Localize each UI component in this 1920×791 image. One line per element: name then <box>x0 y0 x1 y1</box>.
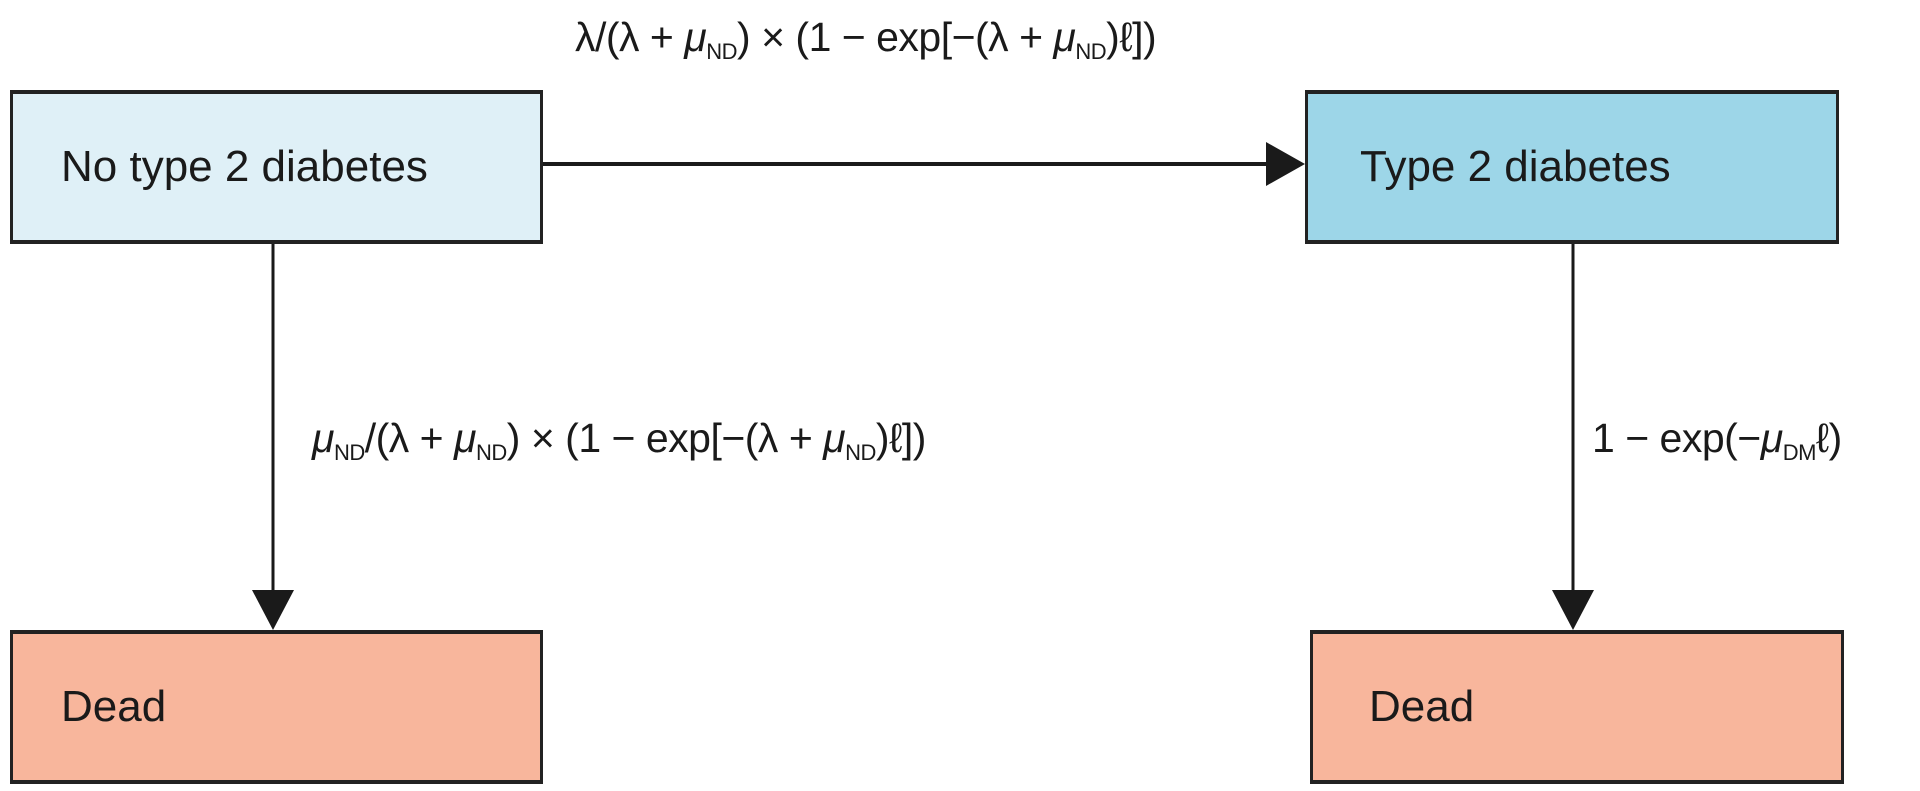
state-label: Dead <box>61 682 167 731</box>
formula-sub: ND <box>845 440 876 465</box>
formula-sub: ND <box>1075 39 1107 64</box>
state-label: Type 2 diabetes <box>1360 142 1671 191</box>
formula-mu: μ <box>1760 415 1783 461</box>
state-label: No type 2 diabetes <box>61 142 428 191</box>
arrowhead-down-left <box>252 590 294 630</box>
formula-sub: ND <box>476 440 507 465</box>
arrowhead-right <box>1266 142 1305 186</box>
arrowhead-down-right <box>1552 590 1594 630</box>
formula-part: ℓ) <box>1815 415 1842 461</box>
formula-part: ) × (1 − exp[−(λ + <box>737 14 1054 60</box>
state-dead-right: Dead <box>1310 630 1844 784</box>
formula-part: )ℓ]) <box>875 415 926 461</box>
state-dead-left: Dead <box>10 630 543 784</box>
formula-part: /(λ + <box>364 415 455 461</box>
formula-part: λ/(λ + <box>575 14 685 60</box>
formula-mu: μ <box>684 14 707 60</box>
transition-label-no-diabetes-to-dead: μND/(λ + μND) × (1 − exp[−(λ + μND)ℓ]) <box>312 415 926 466</box>
formula-mu: μ <box>1053 14 1076 60</box>
formula-part: 1 − exp(− <box>1592 415 1761 461</box>
state-label: Dead <box>1369 682 1475 731</box>
formula-mu: μ <box>454 415 476 461</box>
formula-mu: μ <box>312 415 334 461</box>
formula-part: )ℓ]) <box>1106 14 1157 60</box>
state-type2-diabetes: Type 2 diabetes <box>1305 90 1839 244</box>
formula-sub: ND <box>706 39 738 64</box>
transition-label-diabetes-to-dead: 1 − exp(−μDMℓ) <box>1592 415 1842 466</box>
formula-sub: DM <box>1782 440 1817 465</box>
formula-part: ) × (1 − exp[−(λ + <box>506 415 824 461</box>
state-no-type2-diabetes: No type 2 diabetes <box>10 90 543 244</box>
formula-mu: μ <box>823 415 846 461</box>
transition-label-to-diabetes: λ/(λ + μND) × (1 − exp[−(λ + μND)ℓ]) <box>575 14 1157 65</box>
formula-sub: ND <box>333 440 365 465</box>
